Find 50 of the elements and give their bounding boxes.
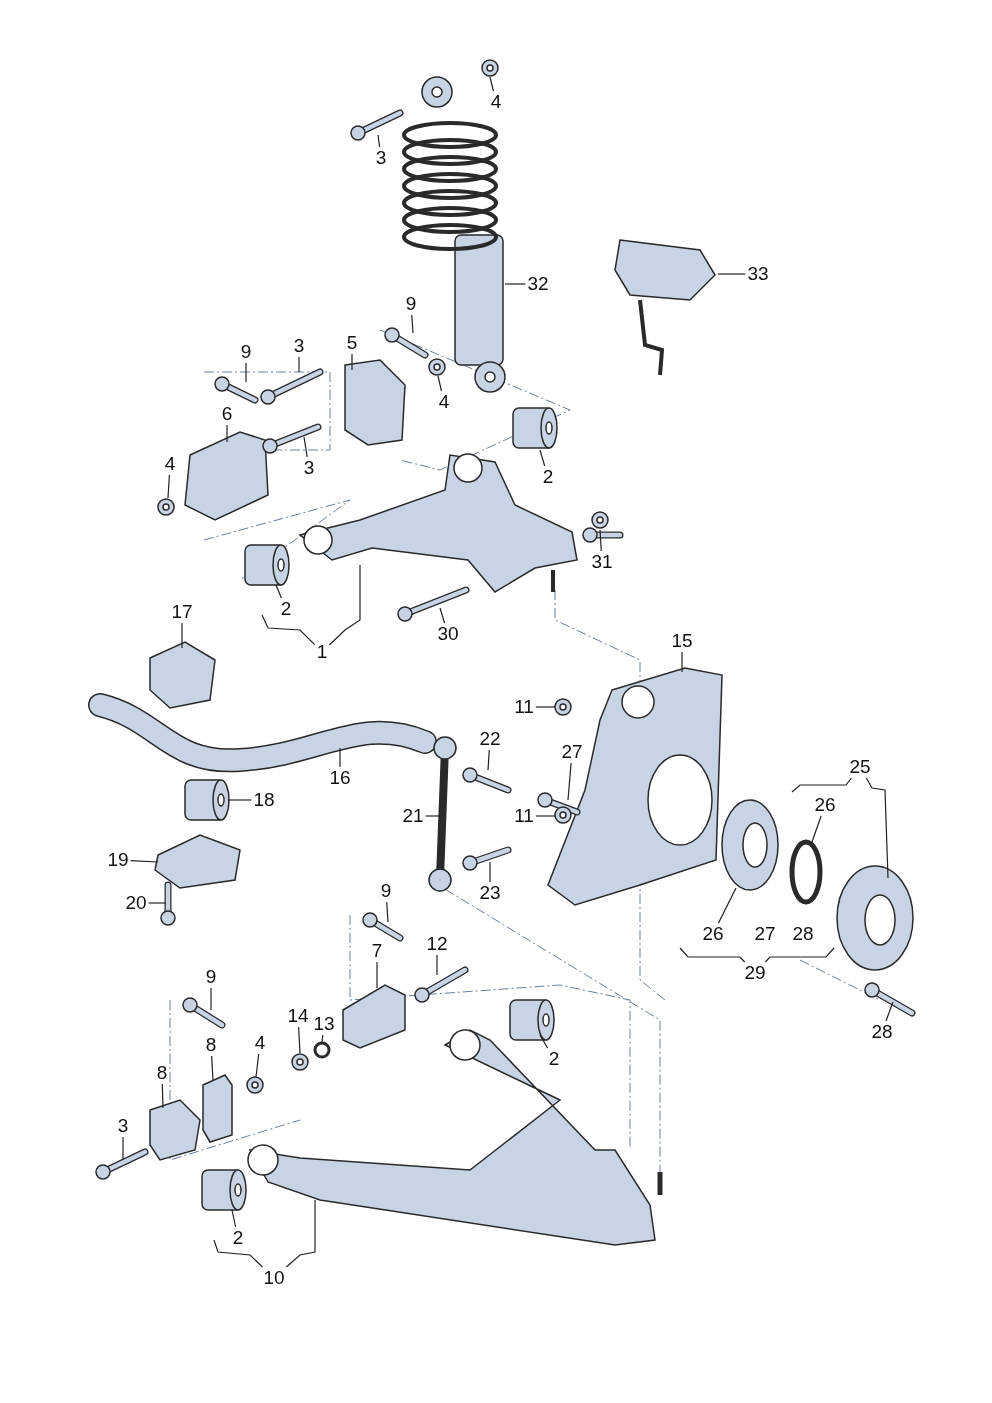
leader-line — [679, 947, 746, 963]
leader-line — [161, 1083, 164, 1109]
leader-line — [210, 987, 212, 1011]
leader-line — [865, 777, 889, 879]
leader-line — [227, 799, 252, 801]
leader-line — [489, 861, 491, 883]
leader-line — [535, 706, 556, 708]
leader-line — [245, 362, 247, 383]
leader-line — [436, 954, 438, 976]
leader-line — [211, 1055, 214, 1081]
leader-line — [231, 1209, 237, 1228]
leader-line — [377, 134, 381, 148]
leader-line — [885, 1001, 894, 1022]
leader-line — [811, 815, 822, 843]
leader-line — [504, 283, 526, 285]
leader-line — [167, 474, 170, 499]
leader-line — [130, 860, 159, 863]
leader-line — [681, 651, 683, 673]
leader-line — [275, 584, 282, 599]
leader-line — [376, 961, 378, 989]
leader-line — [148, 902, 167, 904]
leader-line — [439, 607, 446, 624]
leader-line — [122, 1136, 124, 1161]
leader-line — [599, 529, 602, 552]
leader-line — [411, 314, 414, 334]
leader-line — [328, 564, 361, 646]
leader-line — [489, 76, 494, 92]
leader-line — [717, 887, 737, 924]
leader-line — [255, 1053, 260, 1078]
leader-line — [261, 614, 316, 646]
leader-line — [539, 1034, 549, 1049]
leader-line — [285, 1199, 316, 1268]
leader-line — [351, 353, 353, 371]
leader-line — [539, 449, 546, 467]
leader-line — [181, 622, 183, 649]
leader-line — [791, 777, 852, 793]
leader-line — [226, 424, 228, 443]
leader-line — [213, 1239, 264, 1268]
leader-line — [386, 901, 389, 923]
leader-line — [717, 273, 746, 275]
leader-line — [567, 762, 572, 801]
leader-line — [298, 356, 300, 373]
leader-line — [437, 375, 443, 392]
leader-line — [764, 947, 835, 963]
leader-line — [339, 747, 341, 768]
leader-line — [321, 1034, 324, 1043]
leader-line — [487, 749, 490, 771]
leader-line — [303, 436, 308, 458]
leader-line — [535, 815, 556, 817]
leader-line — [298, 1026, 301, 1054]
